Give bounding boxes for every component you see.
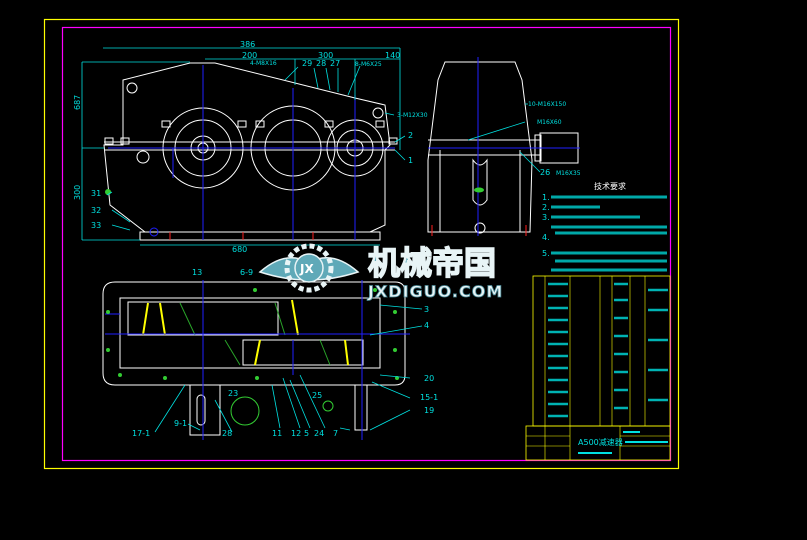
callout-5: 5 <box>304 429 309 438</box>
callout-4: 4 <box>424 321 429 330</box>
technical-requirements: 技术要求 1. 2. 3. 4. 5. <box>542 181 667 272</box>
title-block: A500减速器 <box>525 425 671 461</box>
callout-33: 33 <box>91 221 101 230</box>
callout-13: 13 <box>192 268 202 277</box>
tech-req-item-1: 1. <box>542 193 550 202</box>
callout-bolts-short: M16X35 <box>556 170 581 177</box>
callout-bolts-right: 8-M6X25 <box>355 61 382 68</box>
callout-7: 7 <box>333 429 338 438</box>
callout-bolts-side: 3-M12X30 <box>397 112 428 119</box>
side-view: 10-M16X150 M16X60 26 M16X35 <box>427 57 581 236</box>
logo-text-cn: 机械帝国 <box>368 244 496 282</box>
dim-overall-width: 386 <box>240 40 255 49</box>
callout-2: 2 <box>408 131 413 140</box>
tech-req-item-5: 5. <box>542 249 550 258</box>
dim-span-2: 300 <box>318 51 333 60</box>
callout-24: 24 <box>314 429 324 438</box>
logo-emblem: JX <box>299 262 314 276</box>
plan-view: 13 6-9 3 4 20 15-1 19 17-1 9-1 23 28 11 … <box>102 268 438 440</box>
inner-border <box>61 26 672 462</box>
callout-28-plan: 28 <box>222 429 232 438</box>
parts-list <box>532 275 671 460</box>
gear-icon <box>284 243 334 293</box>
tech-req-title: 技术要求 <box>594 181 626 191</box>
callout-bolts-long: 10-M16X150 <box>528 101 566 108</box>
callout-20: 20 <box>424 374 434 383</box>
dim-base-height: 300 <box>73 185 82 200</box>
callout-19: 19 <box>424 406 434 415</box>
callout-6-9: 6-9 <box>240 268 253 277</box>
tech-req-item-2: 2. <box>542 203 550 212</box>
callout-bolts-top: 4-M8X16 <box>250 60 277 67</box>
callout-25: 25 <box>312 391 322 400</box>
dim-span-1: 200 <box>242 51 257 60</box>
callout-23: 23 <box>228 389 238 398</box>
callout-12: 12 <box>291 429 301 438</box>
tech-req-item-4: 4. <box>542 233 550 242</box>
drawing-name: A500减速器 <box>578 437 623 447</box>
outer-border <box>43 18 680 470</box>
callout-27: 27 <box>330 59 340 68</box>
callout-32: 32 <box>91 206 101 215</box>
dim-span-3: 140 <box>385 51 400 60</box>
callout-9-1: 9-1 <box>174 419 187 428</box>
callout-11: 11 <box>272 429 282 438</box>
logo-text-en: JXDIGUO.COM <box>367 282 503 301</box>
front-view: 386 200 300 140 687 300 680 4-M8X16 29 2… <box>73 40 428 254</box>
callout-26: 26 <box>540 168 550 177</box>
tech-req-item-3: 3. <box>542 213 550 222</box>
watermark-logo: JX 机械帝国 JXDIGUO.COM <box>258 243 503 301</box>
dim-base-length: 680 <box>232 245 247 254</box>
callout-bolts-mid: M16X60 <box>537 119 562 126</box>
callout-17-1: 17-1 <box>132 429 150 438</box>
callout-1: 1 <box>408 156 413 165</box>
callout-28: 28 <box>316 59 326 68</box>
callout-29: 29 <box>302 59 312 68</box>
callout-15-1: 15-1 <box>420 393 438 402</box>
callout-31: 31 <box>91 189 101 198</box>
dim-height: 687 <box>73 95 82 110</box>
callout-3: 3 <box>424 305 429 314</box>
